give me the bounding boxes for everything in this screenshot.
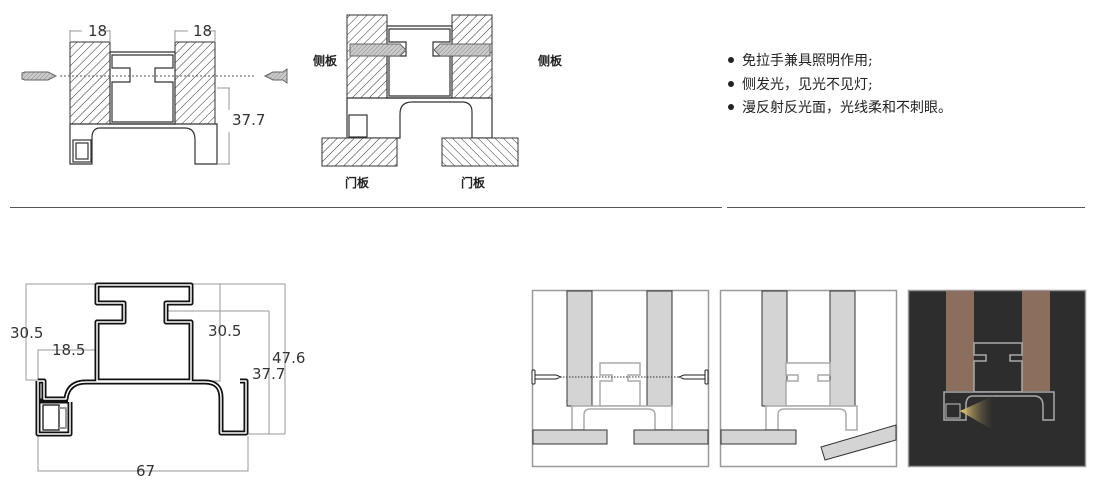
feature-item: 免拉手兼具照明作用; <box>722 50 952 74</box>
diffuser <box>59 407 67 429</box>
install-step-panel-screw <box>531 289 710 468</box>
dim-pocket-width: 18.5 <box>52 341 85 359</box>
top-middle-install-diagram: 侧板 侧板 门板 门板 <box>313 14 563 190</box>
dim-total-height: 47.6 <box>272 349 305 367</box>
screw-icon <box>531 369 563 385</box>
feature-item: 漫反射反光面，光线柔和不刺眼。 <box>722 97 952 121</box>
aluminium-profile <box>35 282 249 437</box>
wood-side-board <box>1022 291 1050 391</box>
label-door-panel-left: 门板 <box>345 175 370 190</box>
feature-list: 免拉手兼具照明作用; 侧发光，见光不见灯; 漫反射反光面，光线柔和不刺眼。 <box>722 50 952 121</box>
screw-icon <box>263 68 288 84</box>
dim-left-height: 30.5 <box>10 324 43 342</box>
led-pocket <box>42 404 60 431</box>
right-door-panel <box>441 137 519 167</box>
feature-text: 侧发光，见光不见灯; <box>742 76 873 93</box>
install-step-panel-door-open <box>719 289 898 468</box>
wood-side-board <box>946 291 974 391</box>
label-side-panel-right: 侧板 <box>538 53 563 68</box>
light-beam <box>960 396 993 430</box>
install-step-panel-lighting <box>907 289 1087 468</box>
feature-text: 免拉手兼具照明作用; <box>742 53 873 69</box>
bullet-icon <box>728 57 734 63</box>
feature-text: 漫反射反光面，光线柔和不刺眼。 <box>742 100 952 116</box>
dimension-lines <box>69 30 230 165</box>
left-side-board <box>69 41 111 125</box>
dim-height: 37.7 <box>232 111 265 129</box>
top-left-install-diagram: 18 18 37.7 <box>21 22 288 165</box>
dim-base-height: 37.7 <box>252 365 285 383</box>
left-door-panel <box>321 137 398 167</box>
dim-left-board: 18 <box>88 22 107 40</box>
label-door-panel-right: 门板 <box>461 175 486 190</box>
profile-section <box>346 25 493 139</box>
profile-dimension-drawing: 30.5 18.5 30.5 47.6 37.7 67 <box>10 282 305 480</box>
screw-icon <box>349 43 407 57</box>
screw-icon <box>21 71 58 81</box>
screw-icon <box>433 43 491 57</box>
label-side-panel-left: 侧板 <box>313 53 338 68</box>
dim-right-height: 30.5 <box>208 322 241 340</box>
feature-item: 侧发光，见光不见灯; <box>722 74 952 98</box>
screw-icon <box>677 369 709 385</box>
dim-total-width: 67 <box>136 462 155 480</box>
bullet-icon <box>728 104 734 110</box>
bullet-icon <box>728 80 734 87</box>
profile-section <box>69 51 218 165</box>
dim-right-board: 18 <box>193 22 212 40</box>
right-side-board <box>174 41 216 125</box>
dimension-lines <box>25 283 286 472</box>
